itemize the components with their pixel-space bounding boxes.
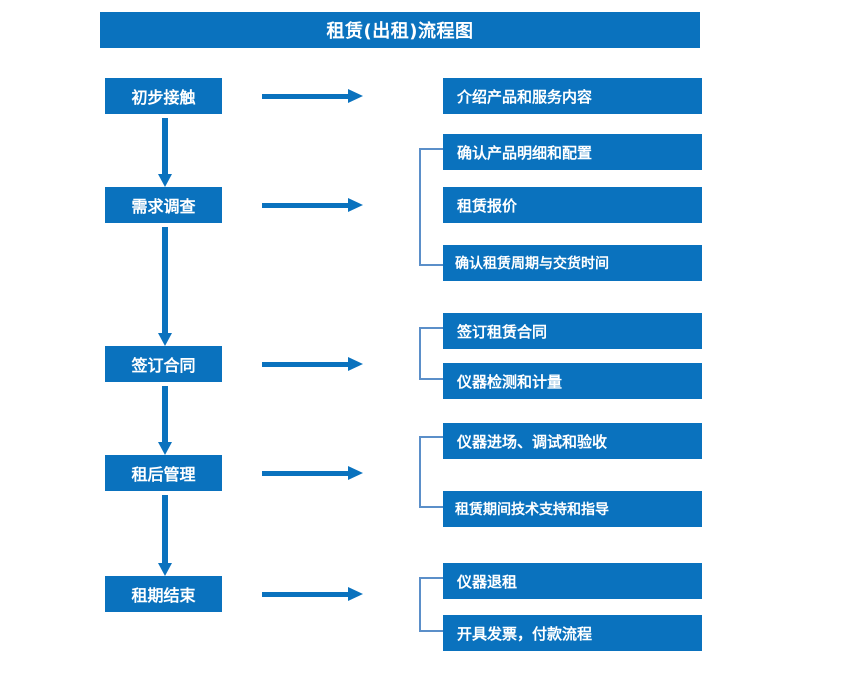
detail-box-instrument-return[interactable]: 仪器退租 (443, 563, 702, 599)
detail-box-confirm-product-details[interactable]: 确认产品明细和配置 (443, 134, 702, 170)
vertical-arrow-2 (158, 227, 172, 346)
horizontal-arrow-2 (262, 198, 363, 212)
detail-box-technical-support-during-lease[interactable]: 租赁期间技术支持和指导 (443, 491, 702, 527)
horizontal-arrow-4 (262, 466, 363, 480)
horizontal-arrow-1 (262, 89, 363, 103)
group-bracket-post-lease-management (419, 436, 443, 508)
stage-box-lease-end[interactable]: 租期结束 (105, 576, 222, 612)
vertical-arrow-3 (158, 386, 172, 455)
group-bracket-sign-contract (419, 327, 443, 380)
detail-box-introduce-products[interactable]: 介绍产品和服务内容 (443, 78, 702, 114)
vertical-arrow-4 (158, 495, 172, 576)
stage-box-needs-survey[interactable]: 需求调查 (105, 187, 222, 223)
detail-box-instrument-entry-commissioning-acceptance[interactable]: 仪器进场、调试和验收 (443, 423, 702, 459)
group-bracket-lease-end (419, 577, 443, 632)
horizontal-arrow-3 (262, 357, 363, 371)
stage-box-initial-contact[interactable]: 初步接触 (105, 78, 222, 114)
detail-box-sign-lease-contract[interactable]: 签订租赁合同 (443, 313, 702, 349)
diagram-title: 租赁(出租)流程图 (100, 12, 700, 48)
detail-box-invoice-payment-process[interactable]: 开具发票，付款流程 (443, 615, 702, 651)
group-bracket-needs-survey (419, 148, 443, 266)
detail-box-lease-quotation[interactable]: 租赁报价 (443, 187, 702, 223)
horizontal-arrow-5 (262, 587, 363, 601)
detail-box-instrument-inspection-metering[interactable]: 仪器检测和计量 (443, 363, 702, 399)
stage-box-post-lease-management[interactable]: 租后管理 (105, 455, 222, 491)
detail-box-confirm-lease-period-delivery[interactable]: 确认租赁周期与交货时间 (443, 245, 702, 281)
stage-box-sign-contract[interactable]: 签订合同 (105, 346, 222, 382)
vertical-arrow-1 (158, 118, 172, 187)
